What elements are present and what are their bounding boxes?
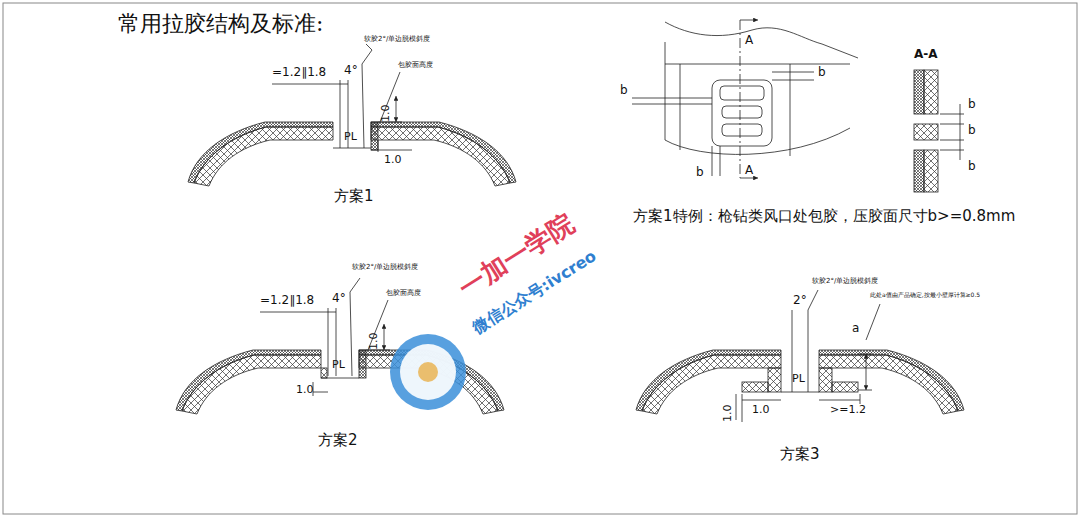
annotation-label: b — [968, 124, 976, 137]
annotation-label: A — [745, 34, 753, 47]
annotation-label: 1.0 — [368, 333, 380, 351]
annotation-label: =1.2∥1.8 — [272, 66, 326, 79]
annotation-label: 此处a值由产品确定,按最小壁厚计算≥0.5 — [870, 292, 980, 299]
annotation-label: >=1.2 — [830, 404, 866, 416]
annotation-label: 1.0 — [384, 154, 402, 166]
section-a-a — [914, 70, 964, 192]
watermark-logo — [390, 334, 466, 410]
annotation-label: 方案1特例：枪钻类风口处包胶，压胶面尺寸b>=0.8mm — [633, 208, 1015, 225]
scheme-1-section — [188, 44, 516, 186]
annotation-label: 包胶面高度 — [386, 290, 421, 298]
annotation-label: PL — [792, 373, 805, 385]
annotation-label: 方案2 — [318, 432, 358, 449]
title: 常用拉胶结构及标准: — [118, 12, 323, 36]
annotation-label: 方案3 — [780, 446, 820, 463]
annotation-label: b — [968, 98, 976, 111]
annotation-label: 软胶2°/单边脱模斜度 — [364, 36, 430, 44]
annotation-label: 4° — [332, 292, 346, 305]
watermark-text: 一加一学院 — [454, 209, 579, 302]
scheme-3-section — [636, 290, 964, 422]
annotation-label: 4° — [344, 64, 358, 77]
annotation-label: A-A — [914, 48, 938, 61]
annotation-label: 1.0 — [380, 105, 392, 123]
annotation-label: PL — [332, 359, 345, 371]
scheme-2-section — [176, 278, 504, 414]
annotation-label: PL — [344, 131, 357, 143]
annotation-label: 1.0 — [752, 404, 770, 416]
annotation-label: b — [968, 160, 976, 173]
annotation-label: 软胶2°/单边脱模斜度 — [812, 278, 878, 286]
annotation-label: 包胶面高度 — [398, 62, 433, 70]
annotation-label: b — [696, 166, 704, 179]
annotation-label: A — [745, 164, 753, 177]
annotation-label: a — [852, 322, 859, 335]
annotation-label: 软胶2°/单边脱模斜度 — [352, 264, 418, 272]
vent-sketch — [632, 20, 858, 178]
annotation-label: 2° — [793, 294, 807, 307]
annotation-label: 1.0 — [722, 405, 734, 423]
annotation-label: b — [620, 84, 628, 97]
annotation-label: b — [818, 66, 826, 79]
annotation-label: 1.0 — [296, 384, 314, 396]
annotation-label: 方案1 — [334, 188, 374, 205]
annotation-label: =1.2∥1.8 — [260, 294, 314, 307]
